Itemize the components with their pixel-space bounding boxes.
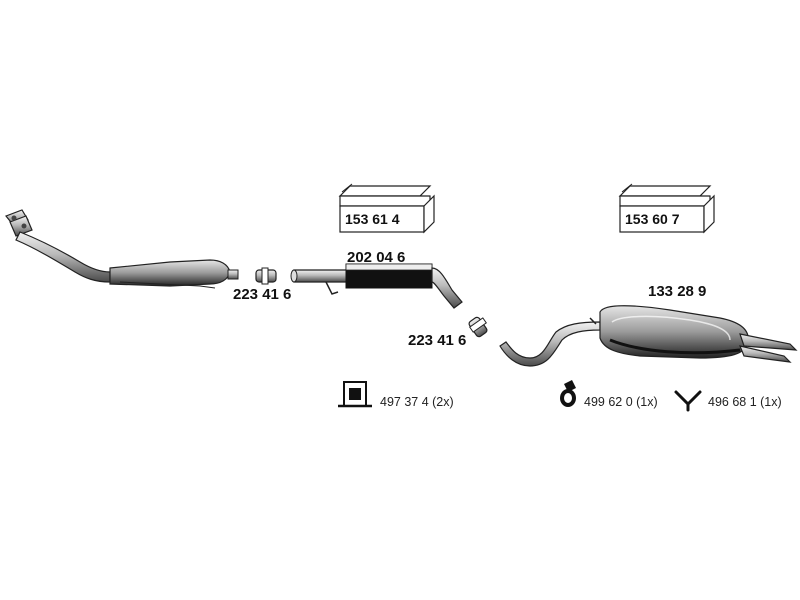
hanger-bracket-label: 497 37 4 (2x) xyxy=(380,395,454,409)
kit-front-number: 153 61 4 xyxy=(345,211,400,227)
center-silencer-number: 202 04 6 xyxy=(347,249,406,266)
clamp-front-icon xyxy=(255,267,277,285)
bracket-icon xyxy=(338,381,372,408)
clamp-front-number: 223 41 6 xyxy=(233,286,292,303)
kit-rear-number: 153 60 7 xyxy=(625,211,680,227)
kit-box-front-icon xyxy=(338,183,435,234)
clamp-rear-icon xyxy=(468,316,488,338)
rear-silencer-icon xyxy=(499,305,798,367)
rear-silencer-number: 133 28 9 xyxy=(648,283,707,300)
kit-box-rear-icon xyxy=(618,183,715,234)
y-hanger-icon xyxy=(674,390,702,412)
rubber-ring-label: 499 62 0 (1x) xyxy=(584,395,658,409)
y-hanger-label: 496 68 1 (1x) xyxy=(708,395,782,409)
rubber-ring-icon xyxy=(560,380,576,407)
center-silencer-icon xyxy=(290,263,463,309)
clamp-rear-number: 223 41 6 xyxy=(408,332,467,349)
catalytic-converter-icon xyxy=(5,209,239,289)
